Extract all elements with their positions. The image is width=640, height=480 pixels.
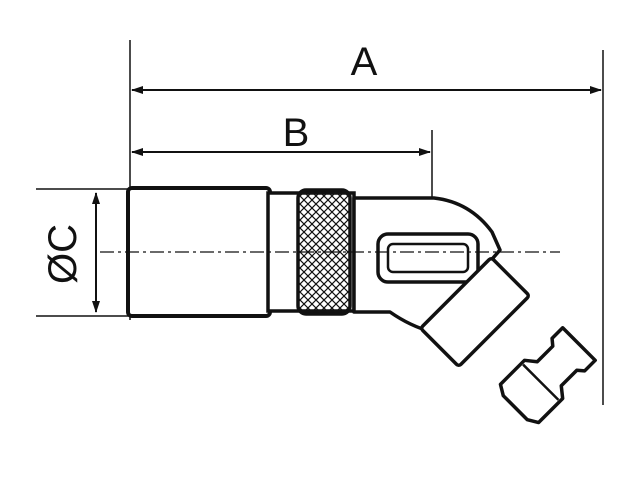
- dimension-b: B: [131, 111, 431, 156]
- dimension-a-label: A: [351, 40, 378, 84]
- dimension-c: ØC: [41, 192, 100, 313]
- fitting-part: [126, 186, 597, 425]
- window-slot: [376, 232, 480, 284]
- hex-collar: [420, 257, 530, 367]
- dimension-b-label: B: [283, 111, 310, 155]
- dimension-a: A: [131, 40, 602, 94]
- socket-sleeve: [126, 186, 272, 318]
- hose-barb: [498, 326, 597, 425]
- dimension-c-label: ØC: [41, 224, 85, 284]
- window-slot-inner: [386, 242, 470, 274]
